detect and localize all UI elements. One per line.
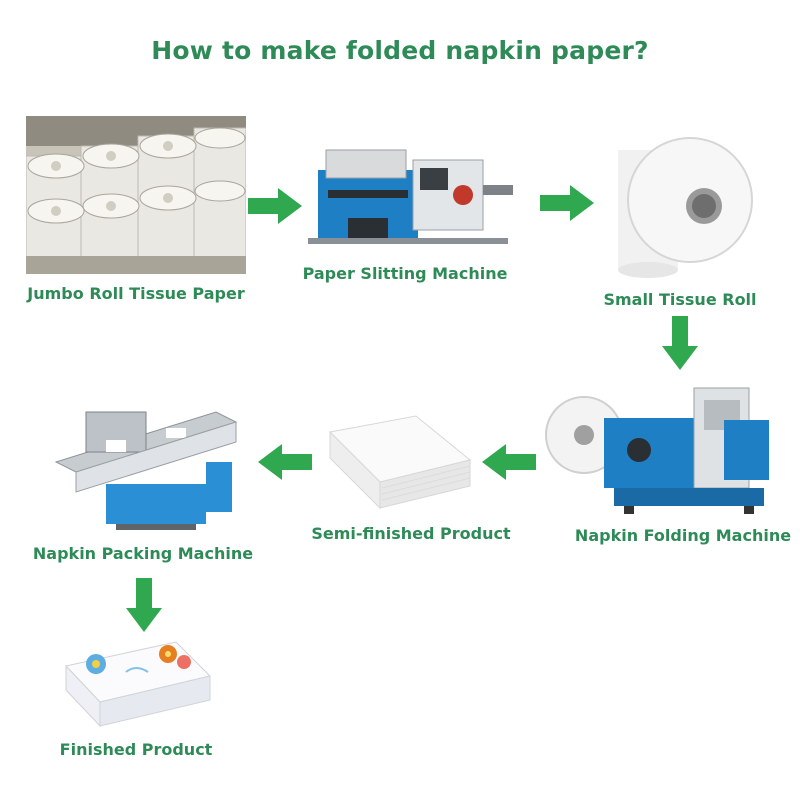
- page-title: How to make folded napkin paper?: [151, 36, 649, 65]
- finished-product-image: [56, 636, 216, 732]
- semi-finished-product-image: [320, 410, 476, 514]
- step-label-finished-product: Finished Product: [59, 740, 213, 759]
- small-tissue-roll-image: [604, 120, 754, 280]
- arrow-right-icon: [540, 183, 596, 223]
- arrow-left-icon: [256, 442, 312, 482]
- step-label-napkin-folding-machine: Napkin Folding Machine: [574, 526, 792, 545]
- jumbo-roll-image: [26, 116, 246, 274]
- step-label-small-tissue-roll: Small Tissue Roll: [603, 290, 757, 309]
- step-label-semi-finished-product: Semi-finished Product: [311, 524, 511, 543]
- step-label-jumbo-roll: Jumbo Roll Tissue Paper: [27, 284, 245, 303]
- arrow-left-icon: [480, 442, 536, 482]
- step-label-napkin-packing-machine: Napkin Packing Machine: [32, 544, 254, 563]
- arrow-down-icon: [124, 578, 164, 634]
- slitting-machine-image: [308, 130, 518, 250]
- step-label-slitting-machine: Paper Slitting Machine: [302, 264, 508, 283]
- arrow-down-icon: [660, 316, 700, 372]
- napkin-folding-machine-image: [544, 380, 774, 515]
- arrow-right-icon: [248, 186, 304, 226]
- napkin-packing-machine-image: [46, 392, 246, 532]
